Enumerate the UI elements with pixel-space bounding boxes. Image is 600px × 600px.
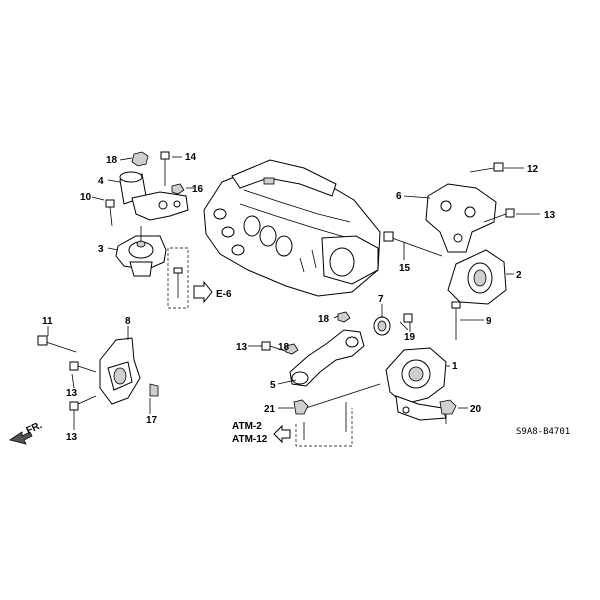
- callout-16: 16: [192, 184, 204, 195]
- callout-13: 13: [236, 342, 248, 353]
- e6-reference: E-6: [193, 280, 232, 304]
- front-direction-indicator: FR.: [9, 420, 44, 445]
- callout-11: 11: [42, 316, 53, 327]
- left-bracket-group: [37, 335, 159, 411]
- rear-mount-bracket-group: [383, 162, 515, 305]
- callout-20: 20: [470, 404, 482, 415]
- callout-3: 3: [98, 244, 104, 255]
- atm12-label: ATM-12: [232, 434, 268, 445]
- callout-10: 10: [80, 192, 92, 203]
- callout-7: 7: [378, 294, 384, 305]
- callout-4: 4: [98, 176, 104, 187]
- callout-18: 18: [278, 342, 290, 353]
- callout-5: 5: [270, 380, 276, 391]
- atm-reference: ATM-2 ATM-12: [232, 421, 291, 445]
- callout-18: 18: [318, 314, 330, 325]
- callout-15: 15: [399, 263, 411, 274]
- leader-lines: [47, 156, 540, 430]
- bolt-9: [451, 301, 461, 340]
- callout-17: 17: [146, 415, 158, 426]
- e6-label: E-6: [216, 289, 232, 300]
- callout-labels: 18 14 4 16 10 3 6 12 13 15 2 9 8 11 13 1…: [42, 152, 556, 443]
- callout-6: 6: [396, 191, 402, 202]
- callout-13: 13: [66, 432, 78, 443]
- engine-assembly: [203, 159, 381, 297]
- callout-21: 21: [264, 404, 276, 415]
- callout-9: 9: [486, 316, 492, 327]
- callout-2: 2: [516, 270, 522, 281]
- callout-19: 19: [404, 332, 416, 343]
- callout-13: 13: [544, 210, 556, 221]
- callout-8: 8: [125, 316, 131, 327]
- callout-1: 1: [452, 361, 458, 372]
- diagram-code: S9A8-B4701: [516, 427, 570, 437]
- callout-13: 13: [66, 388, 78, 399]
- callout-12: 12: [527, 164, 539, 175]
- callout-18: 18: [106, 155, 118, 166]
- fr-label: FR.: [25, 420, 44, 437]
- lower-torque-rod-group: [261, 311, 413, 447]
- transmission-mount-group: [385, 347, 457, 424]
- callout-14: 14: [185, 152, 197, 163]
- atm2-label: ATM-2: [232, 421, 262, 432]
- front-mount-group: [105, 151, 189, 309]
